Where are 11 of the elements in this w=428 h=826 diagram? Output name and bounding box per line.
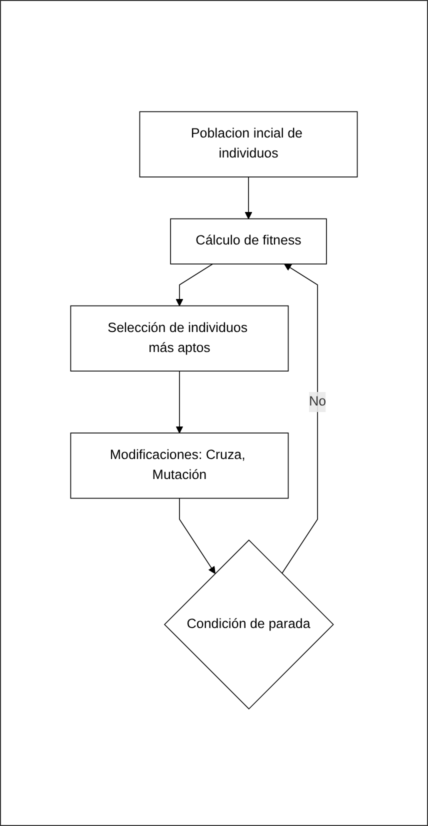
node-box: Modificaciones: Cruza, Mutación (70, 432, 289, 499)
arrow (176, 370, 184, 434)
node-diamond: Condición de parada (164, 540, 334, 710)
edge-label: No (308, 394, 326, 409)
node-box: Cálculo de fitness (170, 218, 327, 265)
arrow (282, 264, 318, 574)
node-box: Poblacion incial de individuos (139, 112, 358, 178)
node-box: Selección de individuos más aptos (70, 306, 289, 372)
arrow (176, 264, 214, 306)
arrow (244, 176, 252, 220)
arrow (179, 498, 216, 574)
